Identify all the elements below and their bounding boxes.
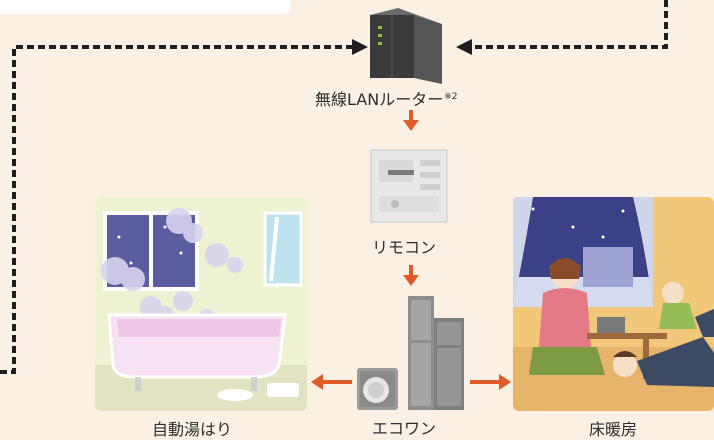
bathroom-scene xyxy=(95,197,307,411)
arrow-remote-to-ecoone xyxy=(403,275,419,286)
bath-label: 自動湯はり xyxy=(152,420,233,439)
arrow-to-floor xyxy=(499,374,511,390)
router-icon xyxy=(370,8,442,84)
living-room-illustration xyxy=(513,197,714,411)
arrowhead-right xyxy=(456,39,472,55)
dotted-line-left xyxy=(0,45,352,374)
arrow-to-bath xyxy=(311,374,323,390)
dotted-line-right xyxy=(472,0,668,49)
router-label-text: 無線LANルーター xyxy=(315,90,444,109)
living-room-scene xyxy=(513,197,714,411)
top-panel-edge xyxy=(0,0,290,14)
arrow-router-to-remote xyxy=(403,120,419,131)
ecoone-label: エコワン xyxy=(372,419,437,438)
router-label: 無線LANルーター※2 xyxy=(315,86,457,110)
bathroom-illustration xyxy=(95,197,307,411)
arrowhead-left xyxy=(352,39,368,55)
remote-controller-icon xyxy=(370,149,448,223)
remote-label: リモコン xyxy=(372,238,437,257)
router-footnote-mark: ※2 xyxy=(444,92,458,102)
ecoone-unit-icon xyxy=(357,296,464,410)
floor-heating-label: 床暖房 xyxy=(589,420,638,439)
